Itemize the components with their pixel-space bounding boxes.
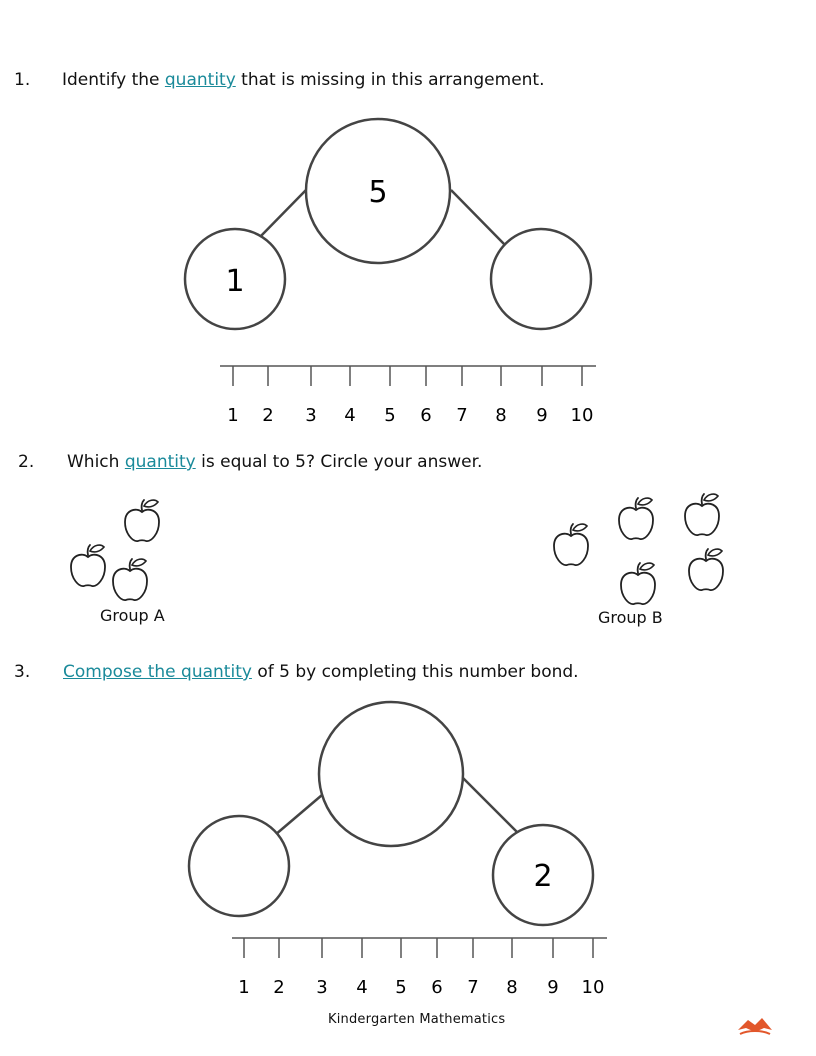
quantity-link[interactable]: quantity (124, 452, 196, 472)
number-line-label: 8 (506, 977, 517, 998)
bond-whole-value: 5 (368, 175, 387, 210)
bond-whole-circle[interactable] (317, 700, 465, 848)
group-a-label: Group A (100, 606, 165, 625)
number-line-label: 3 (316, 977, 327, 998)
bond-right-value: 2 (533, 859, 552, 894)
number-line-label: 6 (420, 405, 431, 426)
bond-connector (256, 189, 307, 241)
number-line-label: 8 (495, 405, 506, 426)
question-text: Compose the quantity of 5 by completing … (63, 662, 579, 682)
number-line-label: 3 (305, 405, 316, 426)
bond-connector (450, 189, 506, 246)
number-line-label: 7 (467, 977, 478, 998)
number-line-label: 1 (238, 977, 249, 998)
quantity-link[interactable]: quantity (164, 70, 236, 90)
number-line-2: 1 2 3 4 5 6 7 8 9 10 (232, 937, 607, 998)
bond-left-value: 1 (225, 264, 244, 299)
group-b-label: Group B (598, 608, 663, 627)
number-bond-1: 5 1 (183, 117, 593, 331)
question-number: 3. (14, 662, 31, 682)
group-a-apples (70, 499, 160, 601)
group-b-apples (553, 493, 724, 605)
number-line-label: 2 (273, 977, 284, 998)
number-line-label: 4 (356, 977, 367, 998)
number-line-label: 10 (582, 977, 605, 998)
number-bond-2: 2 (187, 700, 595, 927)
apple-icon (124, 499, 160, 542)
question-number: 2. (18, 452, 35, 472)
question-number: 1. (14, 70, 31, 90)
number-line-label: 4 (344, 405, 355, 426)
apple-icon (553, 523, 589, 566)
question-text: Identify the quantity that is missing in… (62, 70, 545, 90)
bond-connector (274, 794, 323, 836)
number-line-label: 5 (395, 977, 406, 998)
bond-whole-circle (304, 117, 452, 265)
number-line-label: 5 (384, 405, 395, 426)
question-text: Which quantity is equal to 5? Circle you… (67, 452, 483, 472)
bond-connector (462, 777, 519, 834)
bond-part-left-circle[interactable] (187, 814, 291, 918)
number-line-label: 1 (227, 405, 238, 426)
apple-icon (620, 562, 656, 605)
apple-icon (618, 497, 654, 540)
apple-icon (684, 493, 720, 536)
number-line-label: 7 (456, 405, 467, 426)
logo-icon (738, 1018, 772, 1035)
apple-icon (70, 544, 106, 587)
compose-quantity-link[interactable]: Compose the quantity (63, 662, 252, 682)
number-line-label: 2 (262, 405, 273, 426)
apple-icon (112, 558, 148, 601)
bond-part-right-circle[interactable] (489, 227, 593, 331)
number-line-label: 9 (547, 977, 558, 998)
number-line-label: 10 (571, 405, 594, 426)
bond-part-right-circle (491, 823, 595, 927)
number-line-label: 6 (431, 977, 442, 998)
apple-icon (688, 548, 724, 591)
number-line-1: 1 2 3 4 5 6 7 8 9 10 (220, 365, 596, 426)
footer-text: Kindergarten Mathematics (328, 1012, 506, 1027)
bond-part-left-circle (183, 227, 287, 331)
number-line-label: 9 (536, 405, 547, 426)
